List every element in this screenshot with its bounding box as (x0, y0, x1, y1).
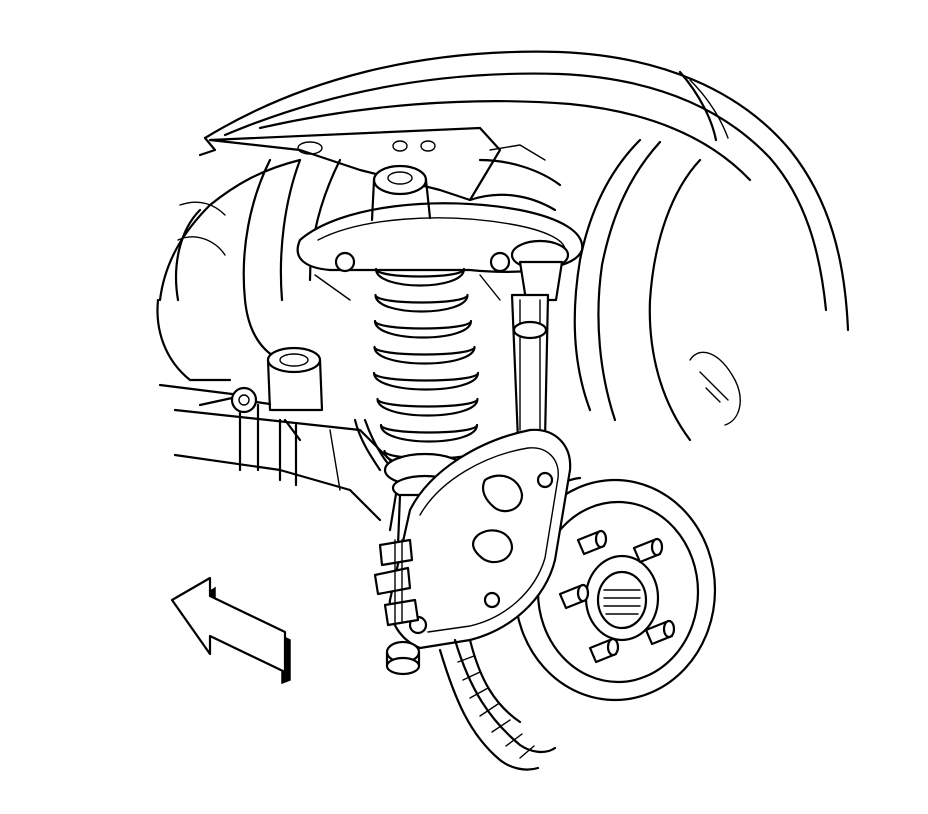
wheel-stud (588, 637, 620, 664)
harness-clips (457, 655, 535, 759)
spring-coil (373, 345, 476, 365)
fender-arch (198, 50, 850, 442)
abs-wiring-harness (438, 638, 557, 771)
steering-knuckle (373, 428, 572, 676)
wheel-studs (558, 529, 676, 664)
hub-splines (603, 589, 641, 615)
direction-arrow-icon (170, 576, 291, 685)
wheel-hub (584, 554, 660, 642)
spring-coil (374, 267, 466, 287)
wheel-stud (632, 537, 664, 564)
coil-spring (372, 267, 480, 469)
stabilizer-link (510, 239, 570, 442)
wheel-stud (576, 529, 608, 556)
spring-coil (379, 423, 479, 443)
lower-bushing (198, 346, 324, 442)
wheel-stud (644, 619, 676, 646)
spring-coil (373, 319, 473, 339)
spring-coil (376, 397, 479, 417)
wheel-stud (558, 583, 590, 610)
spring-coil (374, 293, 469, 313)
spring-coil (372, 371, 480, 391)
